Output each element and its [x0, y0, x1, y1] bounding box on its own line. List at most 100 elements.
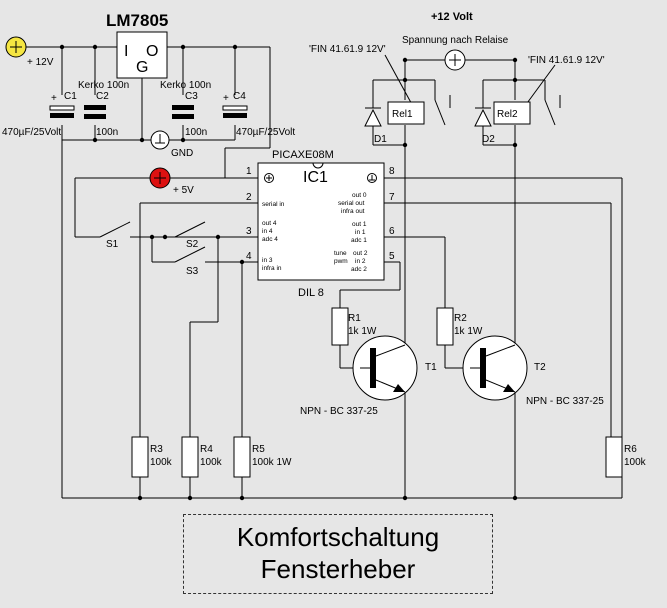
regulator-lm7805: LM7805 I O G: [106, 11, 168, 79]
r2-value: 1k 1W: [454, 326, 483, 337]
regulator-pin-i: I: [124, 43, 128, 60]
gnd-label: GND: [171, 148, 193, 159]
r1-label: R1: [348, 313, 361, 324]
ic-pin-8: 8: [389, 166, 395, 177]
svg-text:+: +: [223, 93, 229, 104]
regulator-label: LM7805: [106, 11, 168, 30]
title-line-1: Komfortschaltung: [236, 522, 440, 552]
ic-pwm: pwm: [334, 258, 348, 265]
ic-in2: in 2: [355, 258, 366, 265]
relay-supply-icon: [444, 49, 466, 71]
ic-in3: in 3: [262, 257, 273, 264]
title-box: Komfortschaltung Fensterheber: [183, 514, 493, 594]
ic-pin-6: 6: [389, 226, 395, 237]
switch-s2-label: S2: [186, 239, 199, 250]
t2-label: T2: [534, 362, 546, 373]
rel2-label: Rel2: [497, 109, 518, 120]
ic-in4: in 4: [262, 228, 273, 235]
ic-out2: out 2: [353, 250, 368, 257]
relay-part-left: 'FIN 41.61.9 12V': [309, 44, 386, 55]
supply-12v-icon: [5, 36, 27, 58]
junctions: [59, 44, 518, 501]
capacitor-c4: +: [222, 93, 248, 118]
resistor-r5: [233, 436, 251, 478]
ic-serial-in: serial in: [262, 201, 285, 208]
r5-label: R5: [252, 444, 265, 455]
capacitor-c3: [172, 105, 194, 119]
c2-label: C2: [96, 91, 109, 102]
d1-label: D1: [374, 134, 387, 145]
ic-package-label: DIL 8: [298, 287, 324, 299]
ic-picaxe08m: PICAXE08M IC1 DIL 8 serial in out 4 in 4…: [246, 149, 395, 299]
r6-label: R6: [624, 444, 637, 455]
c1-label: C1: [64, 91, 77, 102]
ic-plus-icon: [264, 173, 274, 183]
ic-part-label: PICAXE08M: [272, 149, 334, 161]
relay-supply-label: Spannung nach Relaise: [402, 35, 509, 46]
ic-adc2: adc 2: [351, 266, 367, 273]
ic-pin-7: 7: [389, 192, 395, 203]
ic-in1: in 1: [355, 229, 366, 236]
relay-rel2: Rel2: [493, 101, 531, 125]
kerko-left-label: Kerko 100n: [78, 80, 129, 91]
r5-value: 100k 1W: [252, 457, 292, 468]
ic-pin-3: 3: [246, 226, 252, 237]
resistor-r3: [131, 436, 149, 478]
ic-adc4: adc 4: [262, 236, 278, 243]
supply-5v-icon: [149, 167, 171, 189]
plus5-label: + 5V: [173, 185, 194, 196]
relay-rel1: Rel1: [387, 101, 425, 125]
ic-serial-out: serial out: [338, 200, 365, 207]
c3-label: C3: [185, 91, 198, 102]
ic-out0: out 0: [352, 192, 367, 199]
ic-out4: out 4: [262, 220, 277, 227]
c1-value: 470µF/25Volt: [2, 127, 61, 138]
diode-d1: [364, 100, 382, 130]
kerko-right-label: Kerko 100n: [160, 80, 211, 91]
switch-s1-label: S1: [106, 239, 119, 250]
r1-value: 1k 1W: [348, 326, 377, 337]
c3-value: 100n: [185, 127, 207, 138]
r2-label: R2: [454, 313, 467, 324]
resistor-r4: [181, 436, 199, 478]
regulator-pin-g: G: [136, 59, 148, 76]
t1-type: NPN - BC 337-25: [300, 406, 378, 417]
ic-infra-in: infra in: [262, 265, 282, 272]
svg-text:+: +: [51, 93, 57, 104]
capacitor-c2: [84, 105, 106, 119]
supply-12v-title: +12 Volt: [431, 11, 473, 23]
ground-icon: [150, 130, 170, 150]
r6-value: 100k: [624, 457, 647, 468]
ic-pin-2: 2: [246, 192, 252, 203]
t2-type: NPN - BC 337-25: [526, 396, 604, 407]
ic-pin-1: 1: [246, 166, 252, 177]
plus12-label: + 12V: [27, 57, 54, 68]
ic-pin-4: 4: [246, 251, 252, 262]
c4-label: C4: [233, 91, 246, 102]
ic-out1: out 1: [352, 221, 367, 228]
r4-value: 100k: [200, 457, 223, 468]
r3-label: R3: [150, 444, 163, 455]
rel1-label: Rel1: [392, 109, 413, 120]
relay-part-right: 'FIN 41.61.9 12V': [528, 55, 605, 66]
ic-ground-icon: [367, 173, 377, 183]
transistor-t1: [352, 335, 418, 401]
d2-label: D2: [482, 134, 495, 145]
r4-label: R4: [200, 444, 213, 455]
c2-value: 100n: [96, 127, 118, 138]
ic-tune: tune: [334, 250, 347, 257]
ic-infra-out: infra out: [341, 208, 365, 215]
capacitor-c1: +: [49, 93, 75, 118]
resistor-r6: [605, 436, 623, 478]
transistor-t2: [462, 335, 528, 401]
ic-pin-5: 5: [389, 251, 395, 262]
r3-value: 100k: [150, 457, 173, 468]
title-line-2: Fensterheber: [260, 554, 416, 584]
resistor-r2: [436, 307, 454, 346]
resistor-r1: [331, 307, 349, 346]
diode-d2: [474, 100, 492, 130]
regulator-pin-o: O: [146, 43, 158, 60]
switch-s3-label: S3: [186, 266, 199, 277]
ic-adc1: adc 1: [351, 237, 367, 244]
